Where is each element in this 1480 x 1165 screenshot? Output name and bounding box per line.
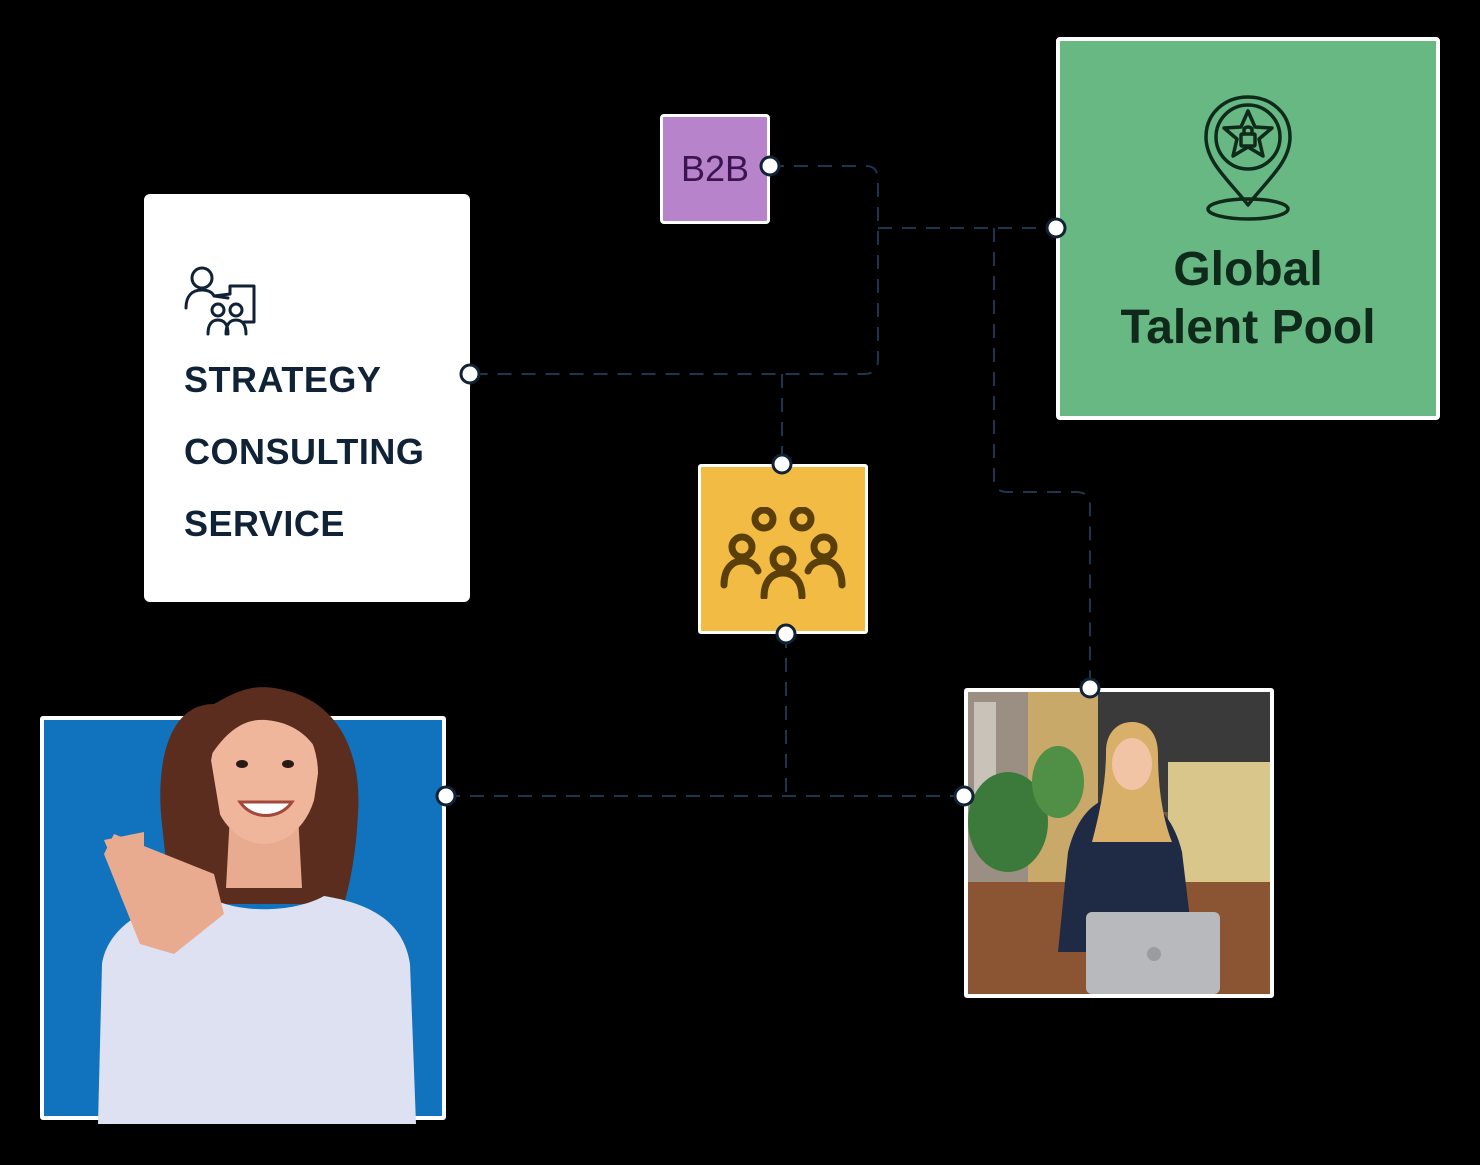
woman-on-phone-with-laptop-illustration [968,692,1270,994]
group-people-icon [720,507,846,599]
location-star-pin-icon [1204,95,1292,221]
b2b-label: B2B [680,148,750,189]
photo-card[interactable] [964,688,1274,998]
strategy-consulting-card[interactable]: STRATEGY CONSULTING SERVICE [144,194,470,602]
team-card[interactable] [698,464,868,634]
strategy-line-3: SERVICE [184,503,345,544]
b2b-card[interactable]: B2B [660,114,770,224]
smiling-woman-card[interactable] [40,687,446,1124]
talent-label: Global Talent Pool [1060,241,1436,357]
global-talent-pool-card[interactable]: Global Talent Pool [1056,37,1440,420]
strategy-line-1: STRATEGY [184,359,382,400]
strategy-title: STRATEGY CONSULTING SERVICE [184,344,470,560]
smiling-woman-pointing-illustration [98,687,416,1124]
connector-b2b-to-strategy [470,165,879,375]
talent-line-1: Global [1173,243,1323,296]
talent-line-2: Talent Pool [1120,301,1376,354]
presenter-icon [184,266,256,336]
strategy-line-2: CONSULTING [184,431,425,472]
connector-group [446,165,1091,797]
